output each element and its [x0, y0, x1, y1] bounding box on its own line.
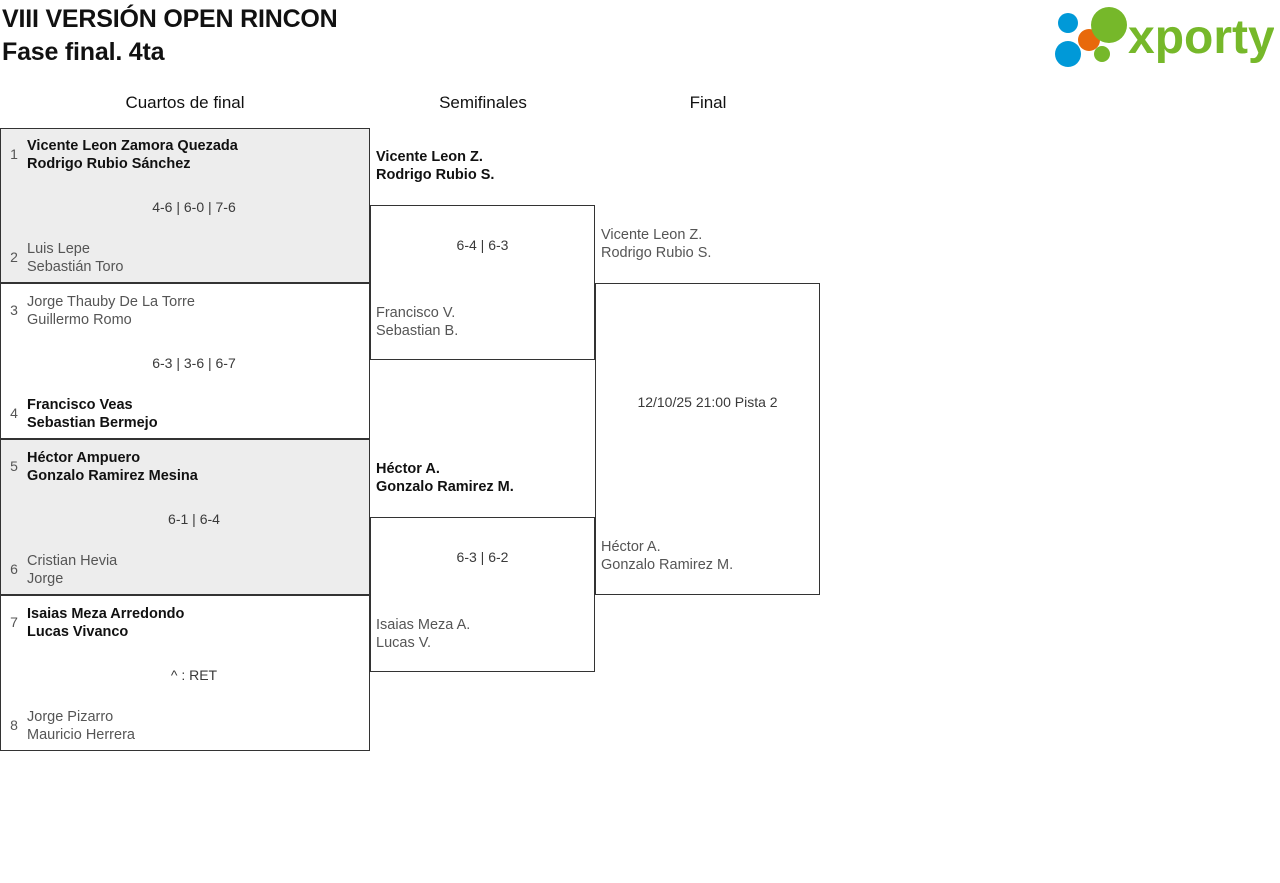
logo-dot-blue-bottom [1055, 41, 1081, 67]
logo-dot-green-large [1091, 7, 1127, 43]
match-score: 6-3 | 3-6 | 6-7 [152, 355, 236, 371]
player-name: Sebastian Bermejo [27, 415, 158, 431]
match-score: 4-6 | 6-0 | 7-6 [152, 199, 236, 215]
final-schedule: 12/10/25 21:00 Pista 2 [637, 394, 778, 410]
seed-number: 5 [10, 458, 18, 474]
xporty-logo-svg: xporty [1055, 7, 1274, 67]
logo-wordmark: xporty [1128, 11, 1274, 64]
seed-number: 3 [10, 302, 18, 318]
tournament-phase: Fase final. 4ta [2, 38, 165, 66]
logo-dot-green-small [1094, 46, 1110, 62]
match-score: 6-4 | 6-3 [456, 237, 509, 253]
player-name: Francisco V. [376, 305, 456, 321]
semifinal-1-participant-top: Vicente Leon Z. Rodrigo Rubio S. [376, 148, 494, 184]
seed-number: 2 [10, 249, 18, 265]
match-box-qf-2[interactable]: 3 Jorge Thauby De La Torre Guillermo Rom… [0, 283, 370, 439]
match-participant-top: Jorge Thauby De La Torre Guillermo Romo [27, 293, 361, 329]
player-name: Héctor A. [601, 539, 661, 555]
match-box-sf-1[interactable]: 6-4 | 6-3 [370, 205, 595, 360]
round-headers: Cuartos de final Semifinales Final [0, 93, 1280, 121]
player-name: Sebastian B. [376, 323, 459, 339]
logo-dot-blue-top [1058, 13, 1078, 33]
round-header-final: Final [689, 93, 727, 112]
match-participant-bottom: Francisco Veas Sebastian Bermejo [27, 396, 361, 432]
player-name: Vicente Leon Z. [376, 149, 483, 165]
seed-number: 4 [10, 405, 18, 421]
semifinal-1-participant-bottom: Francisco V. Sebastian B. [376, 304, 458, 340]
player-name: Gonzalo Ramirez M. [601, 557, 734, 573]
player-name: Lucas Vivanco [27, 624, 129, 640]
player-name: Héctor Ampuero [27, 450, 141, 466]
tournament-title: VIII VERSIÓN OPEN RINCON [2, 5, 338, 33]
player-name: Francisco Veas [27, 397, 133, 413]
tournament-title-block: VIII VERSIÓN OPEN RINCON Fase final. 4ta [0, 0, 338, 69]
match-participant-top: Vicente Leon Zamora Quezada Rodrigo Rubi… [27, 137, 361, 173]
semifinal-2-participant-bottom: Isaias Meza A. Lucas V. [376, 616, 470, 652]
match-participant-top: Isaias Meza Arredondo Lucas Vivanco [27, 605, 361, 641]
final-participant-bottom: Héctor A. Gonzalo Ramirez M. [601, 538, 733, 574]
player-name: Sebastián Toro [27, 259, 124, 275]
match-box-qf-3[interactable]: 5 Héctor Ampuero Gonzalo Ramirez Mesina … [0, 439, 370, 595]
match-participant-top: Héctor Ampuero Gonzalo Ramirez Mesina [27, 449, 361, 485]
player-name: Lucas V. [376, 635, 432, 651]
player-name: Gonzalo Ramirez Mesina [27, 468, 198, 484]
player-name: Jorge [27, 571, 64, 587]
final-participant-top: Vicente Leon Z. Rodrigo Rubio S. [601, 226, 711, 262]
match-box-qf-1[interactable]: 1 Vicente Leon Zamora Quezada Rodrigo Ru… [0, 128, 370, 283]
player-name: Héctor A. [376, 461, 440, 477]
seed-number: 1 [10, 146, 18, 162]
player-name: Gonzalo Ramirez M. [376, 479, 514, 495]
seed-number: 7 [10, 614, 18, 630]
match-score: 6-1 | 6-4 [168, 511, 220, 527]
player-name: Rodrigo Rubio S. [601, 245, 712, 261]
page-header: VIII VERSIÓN OPEN RINCON Fase final. 4ta… [0, 0, 1280, 88]
player-name: Cristian Hevia [27, 553, 118, 569]
match-box-sf-2[interactable]: 6-3 | 6-2 [370, 517, 595, 672]
round-header-quarterfinals: Cuartos de final [125, 93, 245, 112]
match-participant-bottom: Cristian Hevia Jorge [27, 552, 361, 588]
match-box-final[interactable]: 12/10/25 21:00 Pista 2 [595, 283, 820, 595]
player-name: Isaias Meza Arredondo [27, 606, 185, 622]
player-name: Jorge Thauby De La Torre [27, 294, 195, 310]
player-name: Rodrigo Rubio Sánchez [27, 156, 191, 172]
player-name: Jorge Pizarro [27, 709, 114, 725]
player-name: Vicente Leon Zamora Quezada [27, 138, 238, 154]
seed-number: 6 [10, 561, 18, 577]
xporty-logo[interactable]: xporty [1046, 5, 1274, 67]
match-box-qf-4[interactable]: 7 Isaias Meza Arredondo Lucas Vivanco ^ … [0, 595, 370, 751]
round-header-semifinals: Semifinales [439, 93, 527, 112]
match-score: ^ : RET [170, 667, 218, 683]
player-name: Vicente Leon Z. [601, 227, 703, 243]
seed-number: 8 [10, 717, 18, 733]
player-name: Guillermo Romo [27, 312, 132, 328]
player-name: Rodrigo Rubio S. [376, 167, 495, 183]
match-score: 6-3 | 6-2 [456, 549, 509, 565]
semifinal-2-participant-top: Héctor A. Gonzalo Ramirez M. [376, 460, 514, 496]
player-name: Mauricio Herrera [27, 727, 135, 743]
match-participant-bottom: Luis Lepe Sebastián Toro [27, 240, 361, 276]
match-participant-bottom: Jorge Pizarro Mauricio Herrera [27, 708, 361, 744]
player-name: Isaias Meza A. [376, 617, 471, 633]
player-name: Luis Lepe [27, 241, 90, 257]
